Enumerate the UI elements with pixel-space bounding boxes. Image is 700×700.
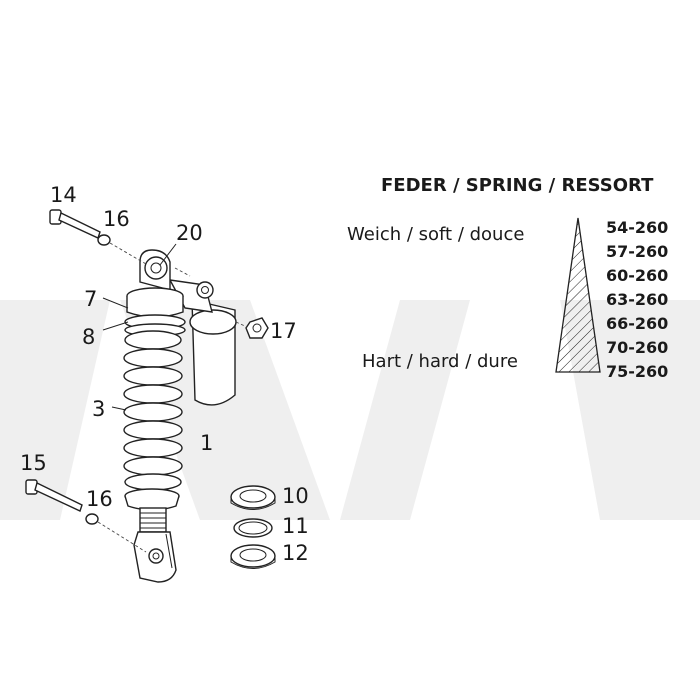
assembly-lines <box>97 242 248 553</box>
shock-absorber-drawing <box>123 249 237 583</box>
seal-ring-12-drawing <box>230 544 276 569</box>
spring-coils <box>123 330 183 491</box>
part-label-16-bottom: 16 <box>86 487 113 511</box>
part-label-20: 20 <box>176 221 203 245</box>
spring-code: 66-260 <box>606 314 668 333</box>
bolt-14-drawing <box>49 209 101 239</box>
part-label-8: 8 <box>82 325 95 349</box>
part-label-3: 3 <box>92 397 105 421</box>
part-label-7: 7 <box>84 287 97 311</box>
leader-lines <box>102 243 177 411</box>
washer-16-bottom-drawing <box>85 513 99 525</box>
nut-17-drawing <box>245 317 269 339</box>
spring-code: 60-260 <box>606 266 668 285</box>
part-label-15: 15 <box>20 451 47 475</box>
spring-code: 75-260 <box>606 362 668 381</box>
part-label-17: 17 <box>270 319 297 343</box>
part-label-1: 1 <box>200 431 213 455</box>
soft-label: Weich / soft / douce <box>347 224 524 245</box>
part-label-12: 12 <box>282 541 309 565</box>
washer-16-top-drawing <box>97 234 111 246</box>
hard-label: Hart / hard / dure <box>362 351 518 372</box>
spring-code: 70-260 <box>606 338 668 357</box>
part-labels: 14 16 20 7 8 17 3 1 15 16 10 11 12 <box>20 183 309 565</box>
spring-code: 54-260 <box>606 218 668 237</box>
part-label-14: 14 <box>50 183 77 207</box>
spring-code: 63-260 <box>606 290 668 309</box>
seal-ring-11-drawing <box>233 518 273 538</box>
spring-stiffness-wedge <box>555 217 601 373</box>
seal-ring-10-drawing <box>230 485 276 510</box>
part-label-10: 10 <box>282 484 309 508</box>
part-label-11: 11 <box>282 514 309 538</box>
bolt-15-drawing <box>25 479 83 512</box>
spring-rate-chart: FEDER / SPRING / RESSORT Weich / soft / … <box>347 175 668 381</box>
spring-chart-title: FEDER / SPRING / RESSORT <box>381 175 654 196</box>
part-label-16-top: 16 <box>103 207 130 231</box>
spring-code: 57-260 <box>606 242 668 261</box>
spring-code-list: 54-260 57-260 60-260 63-260 66-260 70-26… <box>606 218 668 381</box>
